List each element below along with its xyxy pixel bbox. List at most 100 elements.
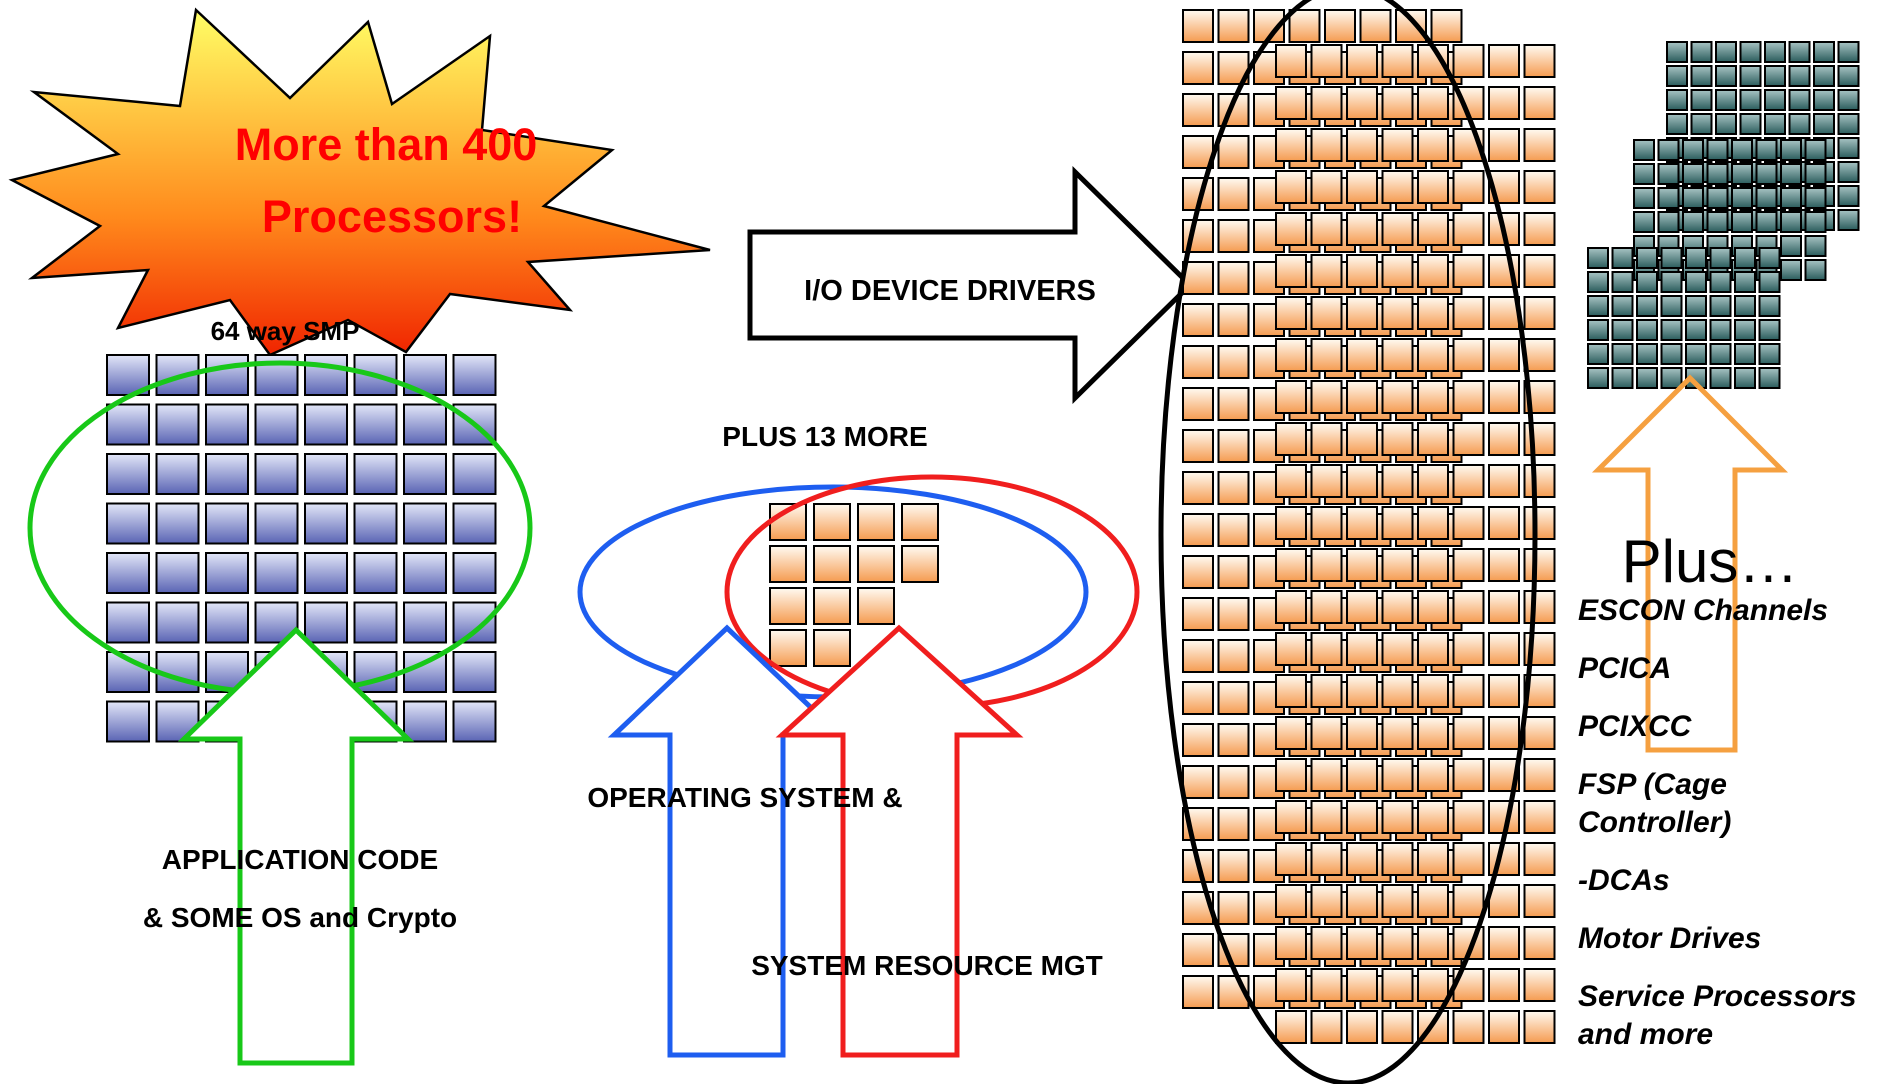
auxiliary-processor-chip xyxy=(1804,187,1827,209)
io-processor-chip xyxy=(1523,590,1556,624)
io-processor-chip xyxy=(1381,170,1414,204)
auxiliary-processor-chip xyxy=(1690,65,1713,87)
system-processor-grid xyxy=(769,503,939,667)
io-processor-chip xyxy=(1217,849,1250,883)
auxiliary-processor-chip xyxy=(1706,211,1729,233)
io-processor-chip xyxy=(1310,212,1343,246)
auxiliary-processor-chip xyxy=(1636,319,1658,341)
io-processor-chip xyxy=(1417,212,1449,246)
system-processor-chip xyxy=(857,587,895,625)
io-processor-chip xyxy=(1381,590,1414,624)
auxiliary-processor-chip xyxy=(1780,187,1802,209)
io-processor-chip xyxy=(1217,723,1250,757)
io-processor-chip xyxy=(1217,261,1250,295)
io-processor-chip xyxy=(1182,9,1214,43)
smp-processor-chip xyxy=(403,453,447,495)
io-processor-chip xyxy=(1417,548,1449,582)
io-processor-chip xyxy=(1523,296,1556,330)
io-processor-chip xyxy=(1346,44,1378,78)
io-processor-chip xyxy=(1346,632,1378,666)
io-processor-chip xyxy=(1275,716,1307,750)
io-processor-chip xyxy=(1452,170,1485,204)
io-processor-grid xyxy=(1182,9,1556,1044)
io-processor-chip xyxy=(1523,506,1556,540)
auxiliary-processor-chip xyxy=(1666,89,1688,111)
io-processor-chip xyxy=(1346,296,1378,330)
io-processor-chip xyxy=(1346,590,1378,624)
io-processor-chip xyxy=(1417,464,1449,498)
io-processor-chip xyxy=(1452,296,1485,330)
io-processor-chip xyxy=(1275,548,1307,582)
io-processor-chip xyxy=(1381,632,1414,666)
auxiliary-processor-chip xyxy=(1682,211,1704,233)
io-processor-chip xyxy=(1452,758,1485,792)
smp-processor-chip xyxy=(155,453,200,495)
io-processor-chip xyxy=(1452,548,1485,582)
io-processor-chip xyxy=(1217,429,1250,463)
auxiliary-processor-chip xyxy=(1636,247,1658,269)
io-processor-chip xyxy=(1310,632,1343,666)
application-code-caption-line2: & SOME OS and Crypto xyxy=(143,902,457,933)
io-processor-chip xyxy=(1182,471,1214,505)
auxiliary-processor-chip xyxy=(1813,65,1835,87)
auxiliary-processor-chip xyxy=(1734,295,1756,317)
smp-processor-chip xyxy=(205,403,249,446)
smp-processor-chip xyxy=(403,552,447,594)
resource-management-arrow xyxy=(775,624,1024,1058)
plus-list-item: PCICA xyxy=(1578,652,1671,685)
smp-processor-chip xyxy=(155,601,200,644)
io-processor-chip xyxy=(1452,44,1485,78)
io-processor-chip xyxy=(1310,128,1343,162)
io-processor-chip xyxy=(1310,1010,1343,1044)
io-processor-chip xyxy=(1488,716,1520,750)
auxiliary-processor-chip xyxy=(1666,41,1688,63)
io-processor-chip xyxy=(1523,716,1556,750)
smp-processor-chip xyxy=(205,502,249,545)
io-processor-chip xyxy=(1488,338,1520,372)
io-processor-chip xyxy=(1523,86,1556,120)
smp-processor-chip xyxy=(452,354,497,396)
auxiliary-processor-chip xyxy=(1587,271,1609,293)
io-processor-chip xyxy=(1275,464,1307,498)
auxiliary-processor-chip xyxy=(1611,319,1634,341)
io-processor-chip xyxy=(1275,128,1307,162)
io-processor-chip xyxy=(1381,926,1414,960)
auxiliary-processor-chip xyxy=(1715,41,1737,63)
auxiliary-processor-chip xyxy=(1682,139,1704,161)
auxiliary-processor-chip xyxy=(1690,41,1713,63)
auxiliary-processor-chip xyxy=(1706,139,1729,161)
auxiliary-processor-chip xyxy=(1633,139,1655,161)
system-processor-chip xyxy=(769,587,807,625)
io-processor-chip xyxy=(1430,9,1463,43)
plus-list-item-text: -DCAs xyxy=(1578,864,1670,897)
system-processor-chip xyxy=(813,503,851,541)
auxiliary-processor-chip xyxy=(1666,113,1688,135)
io-processor-chip xyxy=(1381,968,1414,1002)
auxiliary-processor-chip xyxy=(1758,343,1781,365)
auxiliary-processor-chip xyxy=(1780,235,1802,257)
io-processor-chip xyxy=(1275,632,1307,666)
io-processor-chip xyxy=(1275,422,1307,456)
io-processor-chip xyxy=(1417,338,1449,372)
auxiliary-processor-chip xyxy=(1682,163,1704,185)
io-processor-chip xyxy=(1182,261,1214,295)
auxiliary-processor-chip xyxy=(1764,65,1786,87)
io-processor-chip xyxy=(1217,681,1250,715)
io-processor-chip xyxy=(1381,254,1414,288)
auxiliary-processor-chip xyxy=(1657,211,1680,233)
system-processor-chip xyxy=(857,545,895,583)
smp-processor-chip xyxy=(452,651,497,693)
io-processor-chip xyxy=(1452,884,1485,918)
io-processor-chip xyxy=(1346,422,1378,456)
io-processor-chip xyxy=(1275,884,1307,918)
starburst-shape xyxy=(8,7,711,357)
io-processor-chip xyxy=(1346,464,1378,498)
io-processor-chip xyxy=(1488,632,1520,666)
io-processor-chip xyxy=(1523,548,1556,582)
io-processor-chip xyxy=(1452,464,1485,498)
auxiliary-processor-chip xyxy=(1804,211,1827,233)
auxiliary-processor-chip xyxy=(1780,211,1802,233)
auxiliary-processor-chip xyxy=(1636,271,1658,293)
io-processor-chip xyxy=(1346,170,1378,204)
